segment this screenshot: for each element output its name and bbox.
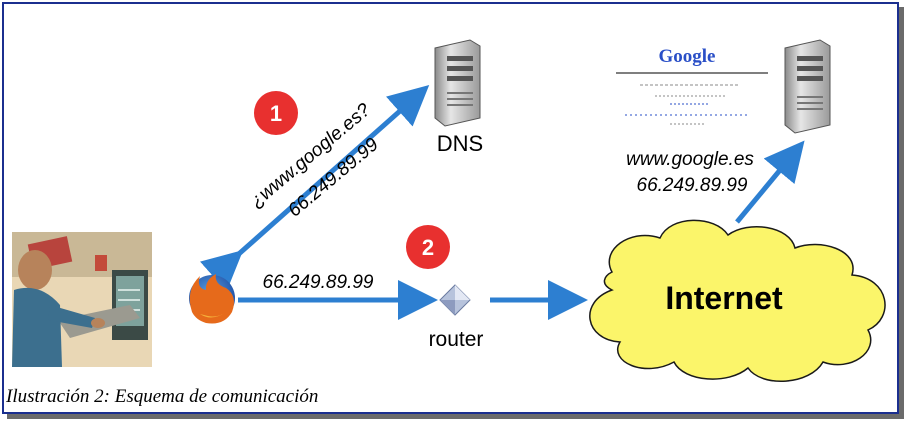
- router-label: router: [429, 328, 484, 351]
- dns-double-arrow: [200, 85, 430, 292]
- dns-label: DNS: [437, 131, 483, 156]
- badge-step-1: 1: [254, 91, 298, 135]
- arrows: [200, 85, 805, 320]
- server-host-label: www.google.es: [626, 149, 754, 170]
- request-ip-label: 66.249.89.99: [263, 272, 374, 293]
- firefox-icon: [189, 274, 235, 324]
- badge-step-1-number: 1: [270, 101, 282, 126]
- figure-caption: Ilustración 2: Esquema de comunicación: [6, 386, 319, 407]
- dns-server-icon: [434, 39, 481, 127]
- google-page-thumbnail: Google: [616, 46, 768, 125]
- web-server-icon: [784, 39, 831, 134]
- google-logo: Google: [659, 46, 716, 67]
- user-at-computer-icon: [12, 232, 152, 367]
- server-ip-label: 66.249.89.99: [637, 175, 748, 196]
- router-icon: [439, 284, 471, 316]
- internet-cloud-icon: [589, 219, 886, 382]
- badge-step-2-number: 2: [422, 235, 434, 260]
- internet-to-server-arrow: [735, 140, 805, 224]
- badge-step-2: 2: [406, 225, 450, 269]
- internet-label: Internet: [665, 280, 783, 316]
